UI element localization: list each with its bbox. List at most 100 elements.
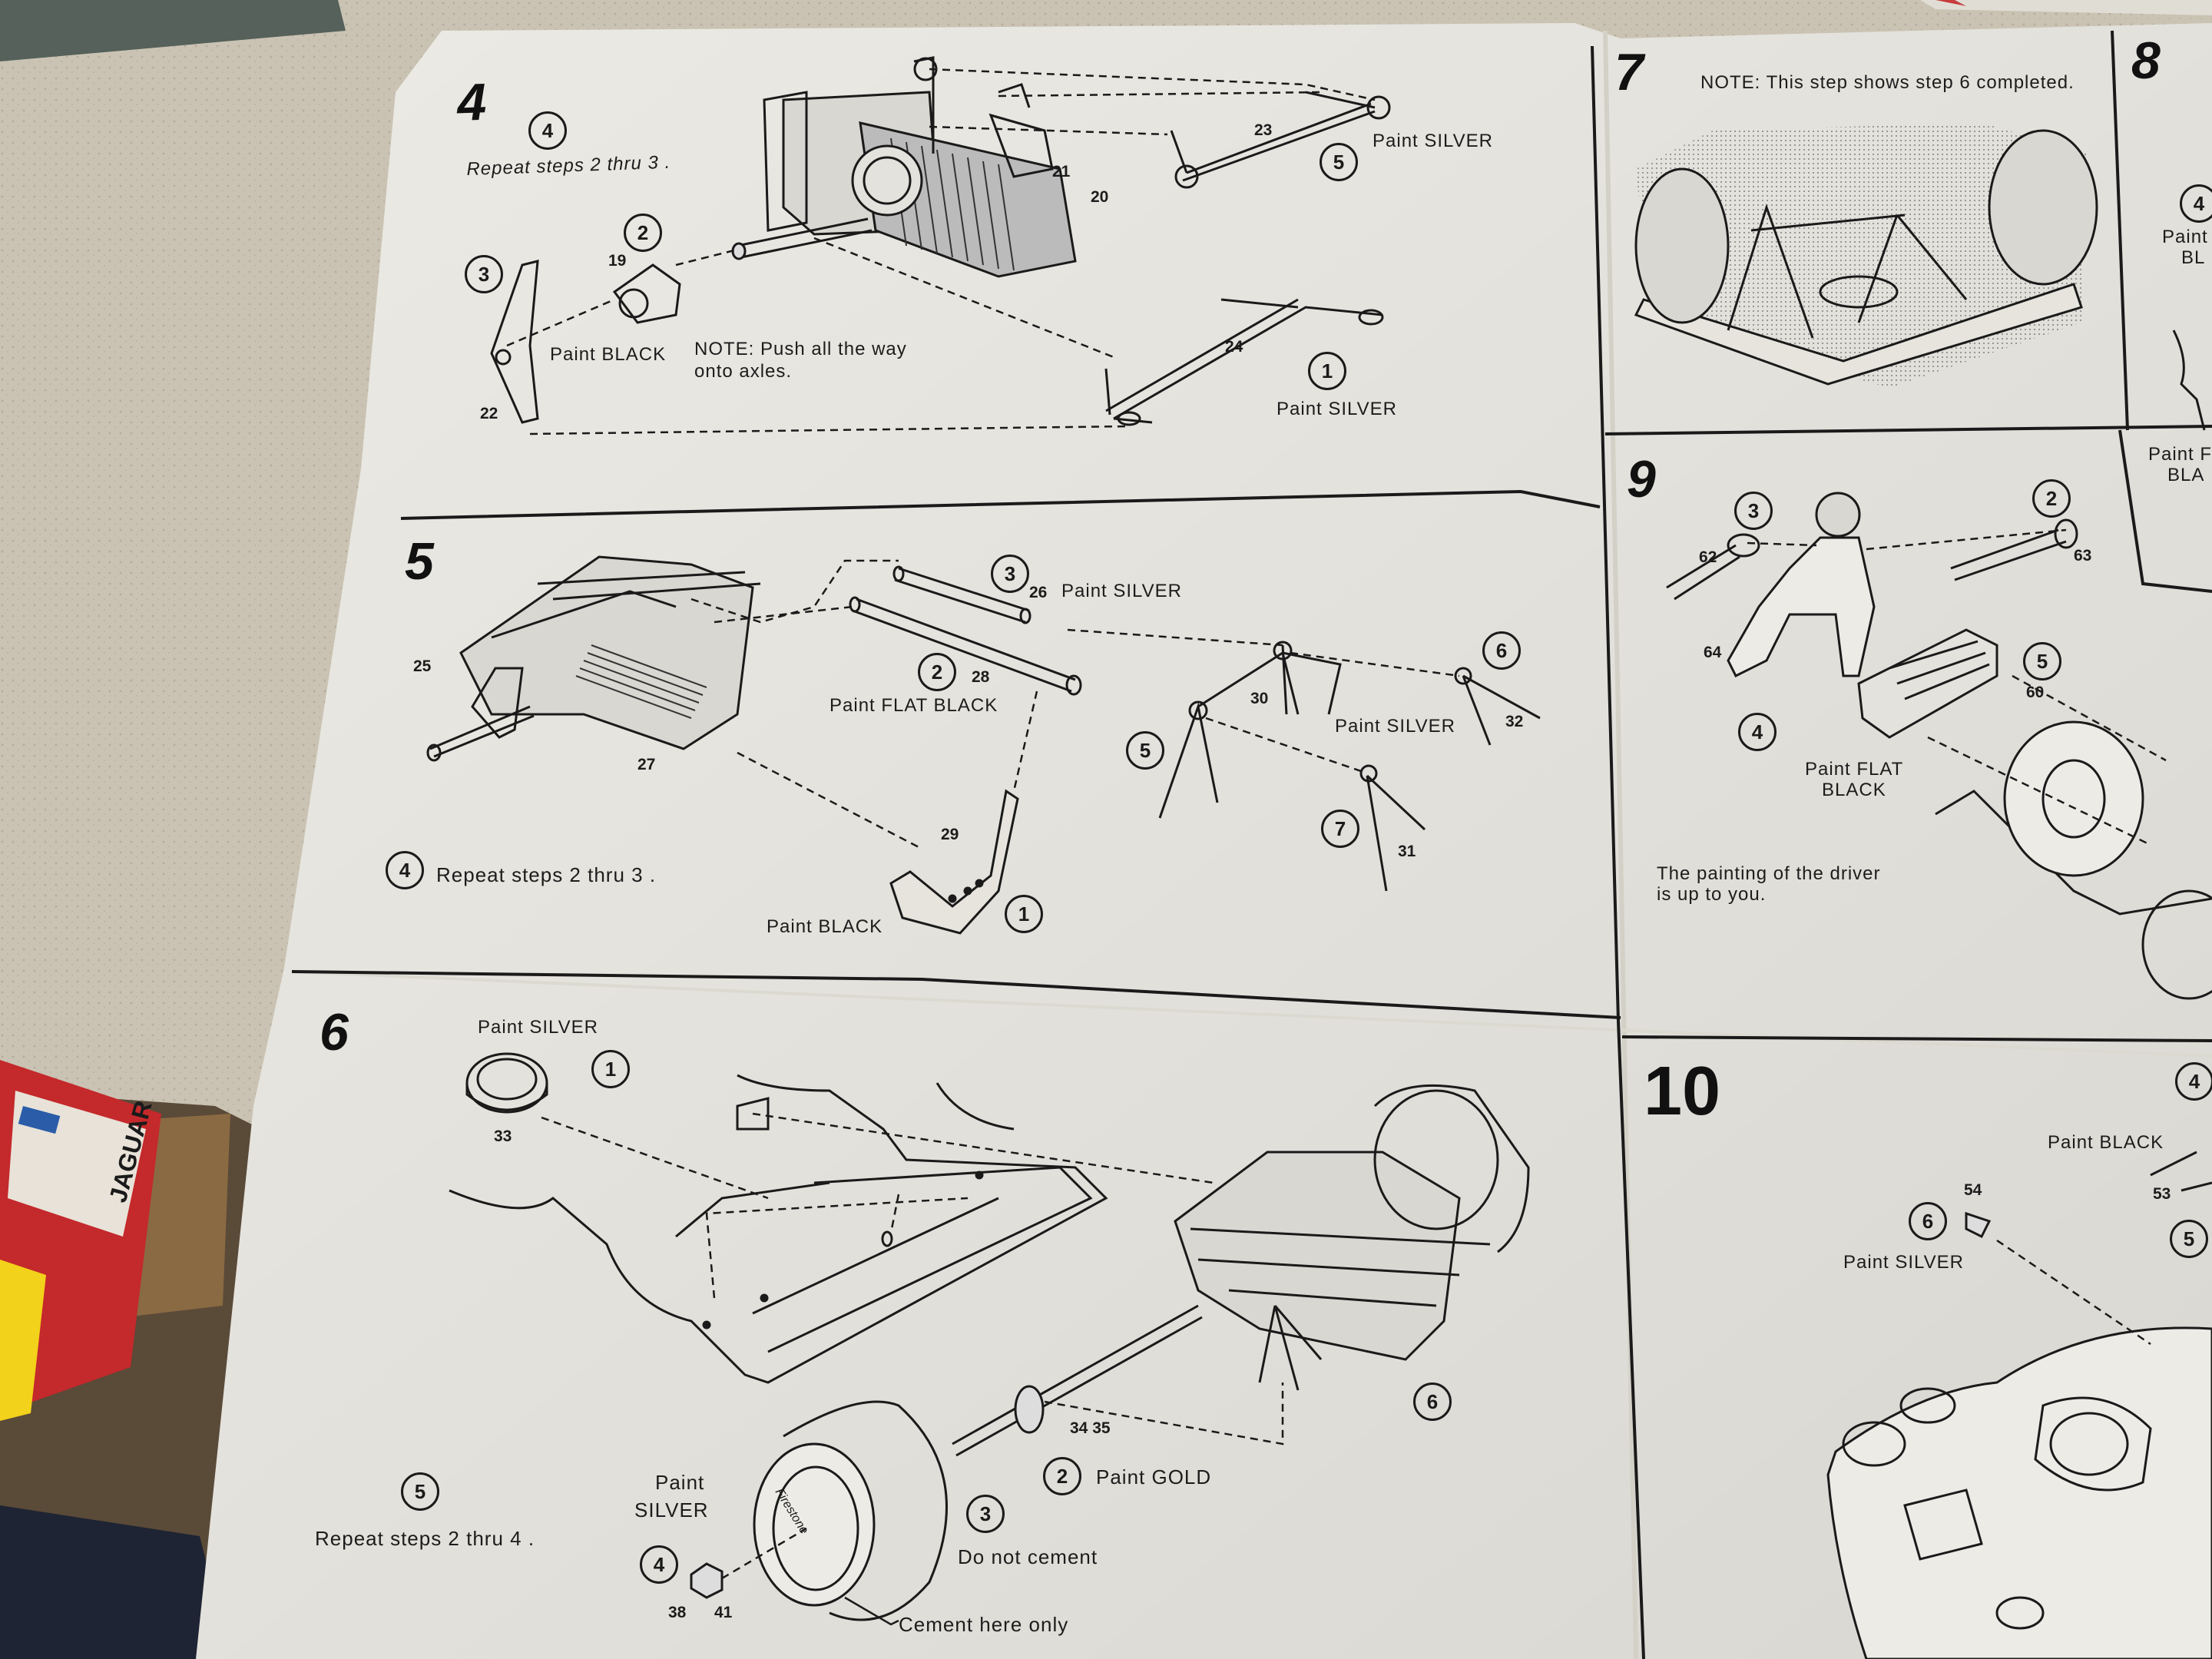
part-23: 23 xyxy=(1254,121,1273,139)
step6-circle-3: 3 xyxy=(966,1495,1005,1533)
part-33: 33 xyxy=(494,1128,512,1145)
step5-paint-silver: Paint SILVER xyxy=(1061,581,1182,601)
step6-paint-silver-2a: Paint xyxy=(655,1471,705,1494)
step5-guides xyxy=(690,559,1460,850)
step9-paint-flat-black-b: BLACK xyxy=(1822,780,1886,800)
step10-drawing xyxy=(1826,1151,2212,1659)
step10-circle-6: 6 xyxy=(1909,1202,1947,1240)
step4-paint-silver-top: Paint SILVER xyxy=(1373,131,1493,151)
step6-paint-silver: Paint SILVER xyxy=(478,1017,598,1038)
part-22: 22 xyxy=(480,405,498,422)
step4-guides xyxy=(506,68,1376,435)
step8-paint-a: Paint xyxy=(2162,227,2208,247)
step4-circle-2: 2 xyxy=(624,214,662,252)
step9-drawing xyxy=(1666,492,2212,1000)
step7-note: NOTE: This step shows step 6 completed. xyxy=(1700,72,2075,93)
part-38: 38 xyxy=(668,1604,687,1621)
step4-drawing xyxy=(490,56,1391,426)
part-54: 54 xyxy=(1964,1181,1982,1199)
part-32: 32 xyxy=(1505,713,1524,730)
step10-paint-black: Paint BLACK xyxy=(2048,1132,2164,1153)
step5-circle-5: 5 xyxy=(1126,731,1164,770)
step6-circle-5: 5 xyxy=(401,1472,439,1511)
step4-circle-1: 1 xyxy=(1308,352,1346,390)
step6-drawing xyxy=(449,1052,1530,1621)
step5-circle-4: 4 xyxy=(386,851,424,889)
step9-paint-flat-black-a: Paint FLAT xyxy=(1805,759,1904,780)
divider-7-9 xyxy=(1604,425,2212,435)
step-5-number: 5 xyxy=(405,532,434,591)
kit-box xyxy=(0,1060,161,1421)
step4-note: NOTE: Push all the way xyxy=(694,339,907,359)
step10-circle-4: 4 xyxy=(2175,1062,2212,1101)
step-7-number: 7 xyxy=(1614,43,1644,101)
part-34-35: 34 35 xyxy=(1070,1419,1111,1437)
step4-circle-4: 4 xyxy=(528,111,567,150)
step8-bla-b: BLA xyxy=(2167,465,2205,485)
part-60: 60 xyxy=(2026,684,2045,701)
step6-repeat: Repeat steps 2 thru 4 . xyxy=(315,1527,535,1550)
step8-paint-b: Paint F xyxy=(2148,444,2212,465)
part-29: 29 xyxy=(941,826,959,843)
part-27: 27 xyxy=(637,756,656,773)
divider-5-6 xyxy=(291,970,1621,1019)
part-25: 25 xyxy=(413,657,432,675)
step4-paint-silver-bottom: Paint SILVER xyxy=(1277,399,1397,419)
step9-circle-2: 2 xyxy=(2032,479,2071,518)
divider-4-7 xyxy=(1591,45,1620,1022)
part-20: 20 xyxy=(1091,188,1109,206)
divider-9-10 xyxy=(1621,1035,2212,1042)
step9-circle-4: 4 xyxy=(1738,713,1777,751)
part-19: 19 xyxy=(608,252,627,270)
step6-circle-4: 4 xyxy=(640,1545,678,1584)
part-41: 41 xyxy=(714,1604,733,1621)
step-10-number: 10 xyxy=(1644,1053,1721,1130)
step5-drawing xyxy=(426,555,1541,935)
step5-circle-3: 3 xyxy=(991,555,1029,593)
step7-picture xyxy=(1634,123,2098,388)
step5-repeat: Repeat steps 2 thru 3 . xyxy=(436,863,657,886)
step5-paint-flat-black: Paint FLAT BLACK xyxy=(830,695,998,716)
step4-circle-3: 3 xyxy=(465,255,503,293)
step-4-number: 4 xyxy=(456,72,488,132)
step5-circle-6: 6 xyxy=(1482,631,1521,670)
step-9-number: 9 xyxy=(1627,450,1656,508)
step9-driver-note-a: The painting of the driver xyxy=(1657,863,1881,884)
step9-driver-note-b: is up to you. xyxy=(1657,884,1767,905)
step8-bla-a: BL xyxy=(2181,247,2206,268)
step8-circle-4: 4 xyxy=(2180,184,2212,223)
part-21: 21 xyxy=(1052,163,1071,180)
step-8-number: 8 xyxy=(2131,31,2161,90)
step5-paint-silver-right: Paint SILVER xyxy=(1335,716,1455,737)
part-26: 26 xyxy=(1029,584,1048,601)
part-28: 28 xyxy=(972,668,990,686)
part-63: 63 xyxy=(2074,547,2092,565)
part-24: 24 xyxy=(1225,338,1243,356)
part-62: 62 xyxy=(1699,548,1717,566)
part-30: 30 xyxy=(1250,690,1269,707)
step10-circle-5: 5 xyxy=(2170,1220,2208,1258)
step6-paint-silver-2b: SILVER xyxy=(634,1498,709,1522)
step6-paint-gold: Paint GOLD xyxy=(1096,1465,1212,1488)
step9-circle-5: 5 xyxy=(2023,642,2061,680)
step6-guides xyxy=(541,1112,1284,1580)
green-box xyxy=(0,0,346,61)
step5-circle-7: 7 xyxy=(1321,810,1359,848)
part-53: 53 xyxy=(2153,1185,2171,1203)
step-6-number: 6 xyxy=(320,1003,349,1061)
step6-circle-6: 6 xyxy=(1413,1382,1452,1421)
step4-note-2: onto axles. xyxy=(694,361,793,382)
step4-circle-5: 5 xyxy=(1320,143,1358,181)
step5-circle-1: 1 xyxy=(1005,895,1043,933)
step9-circle-3: 3 xyxy=(1734,492,1773,530)
step5-circle-2: 2 xyxy=(918,653,956,691)
step4-paint-black: Paint BLACK xyxy=(550,344,667,365)
step5-paint-black: Paint BLACK xyxy=(767,916,883,937)
divider-4-5 xyxy=(400,489,1601,520)
step6-do-not-cement: Do not cement xyxy=(958,1545,1098,1568)
step10-paint-silver: Paint SILVER xyxy=(1843,1252,1964,1273)
part-64: 64 xyxy=(1704,644,1722,661)
step6-circle-2: 2 xyxy=(1043,1457,1081,1495)
